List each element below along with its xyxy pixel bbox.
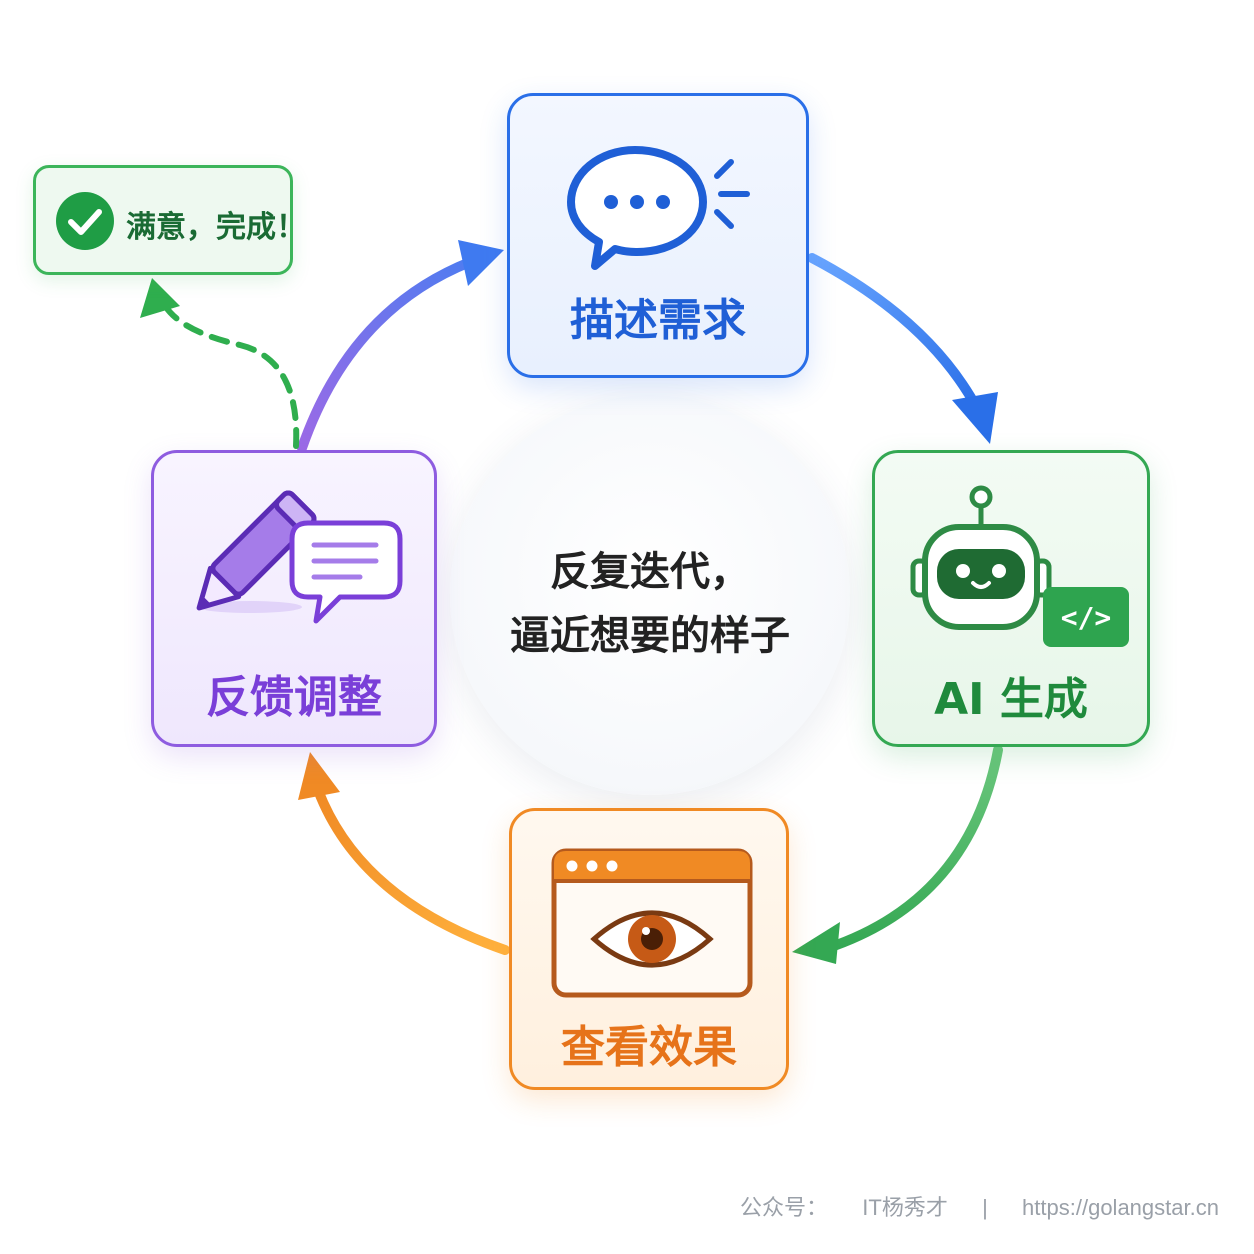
arrowhead-feedback-to-describe bbox=[458, 240, 504, 286]
footer-url[interactable]: https://golangstar.cn bbox=[1022, 1195, 1219, 1220]
done-badge: 满意，完成！ bbox=[33, 165, 306, 275]
footer-account-name: IT杨秀才 bbox=[862, 1195, 948, 1220]
robot-icon: </> bbox=[910, 485, 1129, 647]
step-describe-card: 描述需求 bbox=[507, 93, 809, 378]
arrowhead-view-to-feedback bbox=[298, 752, 340, 800]
center-line-1: 反复迭代， bbox=[550, 549, 750, 595]
pencil-message-icon bbox=[196, 490, 403, 624]
step-generate-card: </> AI 生成 bbox=[872, 450, 1150, 747]
footer: 公众号： IT杨秀才 | https://golangstar.cn bbox=[740, 1190, 1219, 1222]
code-badge: </> bbox=[1061, 601, 1112, 634]
eye-window-icon bbox=[551, 848, 753, 998]
done-label: 满意，完成！ bbox=[126, 210, 306, 245]
arrow-feedback-to-describe bbox=[297, 257, 475, 453]
arrowhead-to-done bbox=[140, 278, 180, 318]
footer-account-label: 公众号： bbox=[740, 1195, 829, 1220]
step-view-label: 查看效果 bbox=[561, 1022, 737, 1073]
step-view-card: 查看效果 bbox=[509, 808, 789, 1090]
arrow-view-to-feedback bbox=[313, 785, 510, 955]
center-disc bbox=[450, 395, 850, 795]
center-line-2: 逼近想要的样子 bbox=[510, 613, 790, 659]
arrowhead-generate-to-view bbox=[792, 922, 840, 964]
footer-separator: | bbox=[982, 1195, 988, 1220]
step-feedback-card: 反馈调整 bbox=[151, 450, 437, 747]
arrow-feedback-to-done bbox=[159, 297, 300, 449]
step-describe-label: 描述需求 bbox=[570, 295, 746, 346]
arrow-generate-to-view bbox=[823, 745, 1003, 953]
arrow-describe-to-generate bbox=[807, 253, 983, 415]
arrowhead-describe-to-generate bbox=[952, 392, 998, 444]
check-circle-icon bbox=[56, 192, 114, 250]
chat-bubble-icon bbox=[567, 146, 750, 270]
step-feedback-label: 反馈调整 bbox=[206, 672, 382, 723]
center-caption: 反复迭代， 逼近想要的样子 bbox=[450, 540, 850, 668]
step-generate-label: AI 生成 bbox=[934, 674, 1088, 725]
